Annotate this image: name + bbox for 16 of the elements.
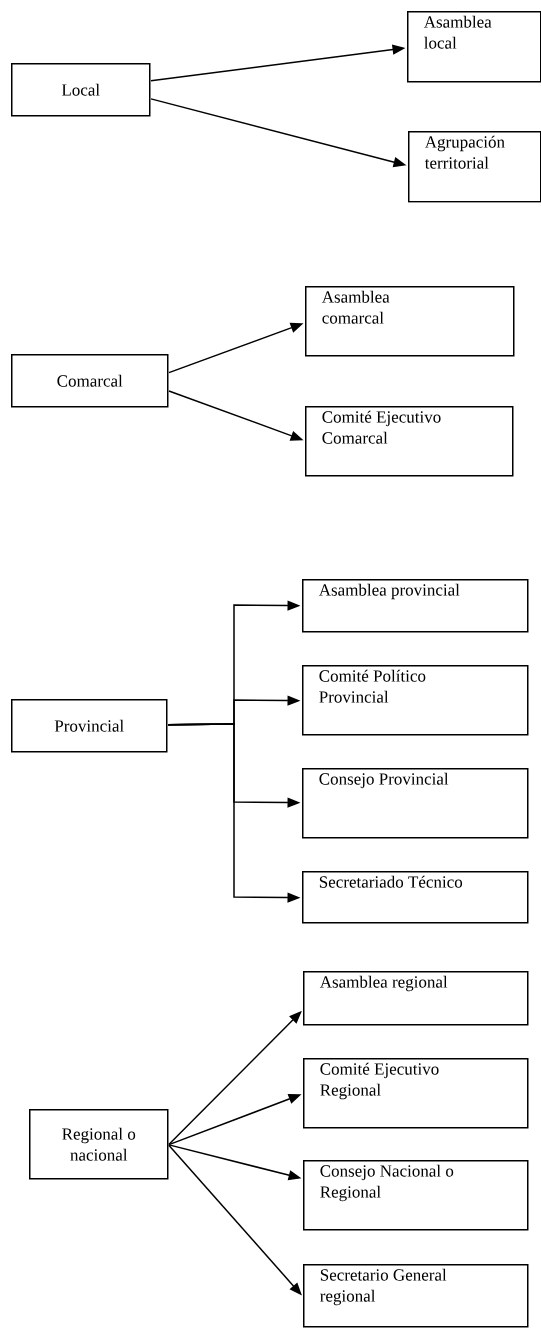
box: Comité Ejecutivo Comarcal <box>305 406 514 477</box>
box: Consejo Nacional o Regional <box>303 1160 529 1231</box>
box: Asamblea provincial <box>302 579 529 633</box>
box: Comité Ejecutivo Regional <box>303 1058 529 1129</box>
box: Asamblea local <box>407 11 541 83</box>
box: Provincial <box>11 699 168 753</box>
box: Comité Político Provincial <box>302 665 529 736</box>
box: Regional o nacional <box>29 1109 169 1180</box>
box: Asamblea comarcal <box>305 286 515 357</box>
box: Secretariado Técnico <box>302 871 529 924</box>
box: Agrupación territorial <box>408 131 541 203</box>
box: Consejo Provincial <box>302 768 529 839</box>
box: Asamblea regional <box>303 971 529 1026</box>
box: Local <box>11 63 151 117</box>
box: Secretario General regional <box>303 1264 529 1328</box>
box: Comarcal <box>11 354 169 408</box>
